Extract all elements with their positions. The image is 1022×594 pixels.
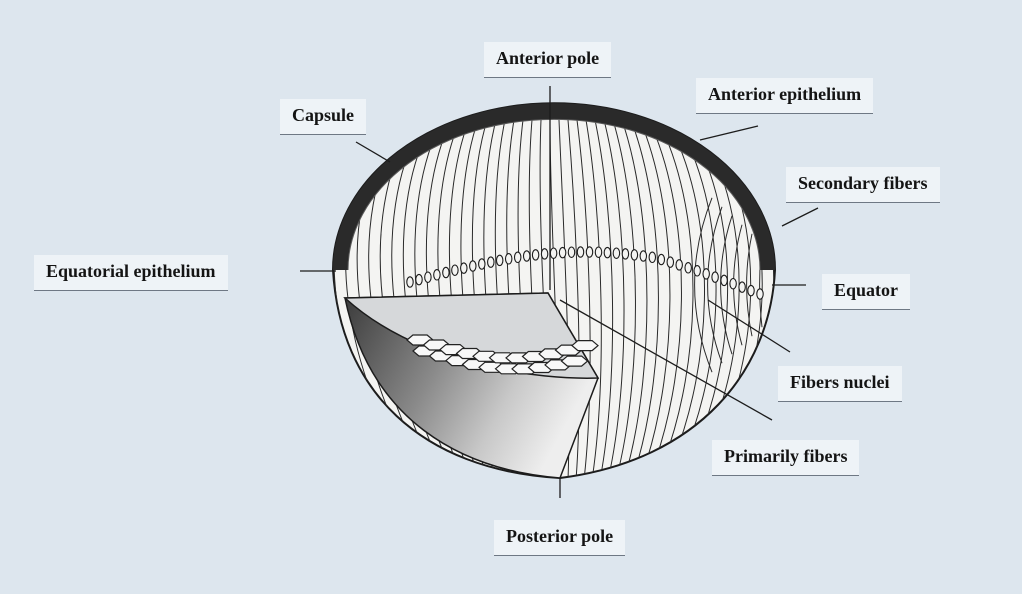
fiber-nucleus xyxy=(667,257,673,267)
fiber-nucleus xyxy=(541,249,547,259)
fiber-nucleus xyxy=(721,275,727,285)
fiber-nucleus xyxy=(425,272,431,282)
fiber-nucleus xyxy=(407,277,413,287)
leader-anterior-epithelium xyxy=(700,126,758,140)
fiber-nucleus xyxy=(631,250,637,260)
fiber-nucleus xyxy=(694,266,700,276)
fiber-nucleus xyxy=(613,248,619,258)
label-capsule: Capsule xyxy=(280,99,366,135)
fiber-nucleus xyxy=(658,254,664,264)
fiber-nucleus xyxy=(434,270,440,280)
fiber-nucleus xyxy=(452,265,458,275)
fiber-nucleus xyxy=(712,272,718,282)
label-primarily-fibers: Primarily fibers xyxy=(712,440,859,476)
fiber-nucleus xyxy=(730,279,736,289)
leader-capsule xyxy=(356,142,390,162)
fiber-nucleus xyxy=(622,249,628,259)
fiber-nucleus xyxy=(649,252,655,262)
label-anterior-pole: Anterior pole xyxy=(484,42,611,78)
leader-secondary-fibers xyxy=(782,208,818,226)
label-fibers-nuclei: Fibers nuclei xyxy=(778,366,902,402)
epithelial-cell xyxy=(562,356,588,366)
fiber-nucleus xyxy=(461,263,467,273)
label-posterior-pole: Posterior pole xyxy=(494,520,625,556)
label-equator: Equator xyxy=(822,274,910,310)
fiber-nucleus xyxy=(685,263,691,273)
fiber-nucleus xyxy=(550,248,556,258)
label-anterior-epithelium: Anterior epithelium xyxy=(696,78,873,114)
fiber-nucleus xyxy=(739,282,745,292)
fiber-nucleus xyxy=(416,274,422,284)
fiber-nucleus xyxy=(470,261,476,271)
fiber-nucleus xyxy=(479,259,485,269)
label-equatorial-epithelium: Equatorial epithelium xyxy=(34,255,228,291)
fiber-nucleus xyxy=(524,251,530,261)
fiber-nucleus xyxy=(748,285,754,295)
fiber-nucleus xyxy=(703,269,709,279)
fiber-nucleus xyxy=(515,252,521,262)
epithelial-cell xyxy=(572,341,598,351)
fiber-nucleus xyxy=(497,255,503,265)
fiber-nucleus xyxy=(595,247,601,257)
fiber-nucleus xyxy=(640,251,646,261)
fiber-nucleus xyxy=(577,247,583,257)
fiber-nucleus xyxy=(506,254,512,264)
fiber-nucleus xyxy=(532,250,538,260)
fiber-nucleus xyxy=(676,260,682,270)
fiber-nucleus xyxy=(604,247,610,257)
fiber-nucleus xyxy=(586,247,592,257)
label-secondary-fibers: Secondary fibers xyxy=(786,167,940,203)
fiber-nucleus xyxy=(559,247,565,257)
fiber-nucleus xyxy=(443,267,449,277)
fiber-nucleus xyxy=(488,257,494,267)
fiber-nucleus xyxy=(757,289,763,299)
fiber-nucleus xyxy=(568,247,574,257)
